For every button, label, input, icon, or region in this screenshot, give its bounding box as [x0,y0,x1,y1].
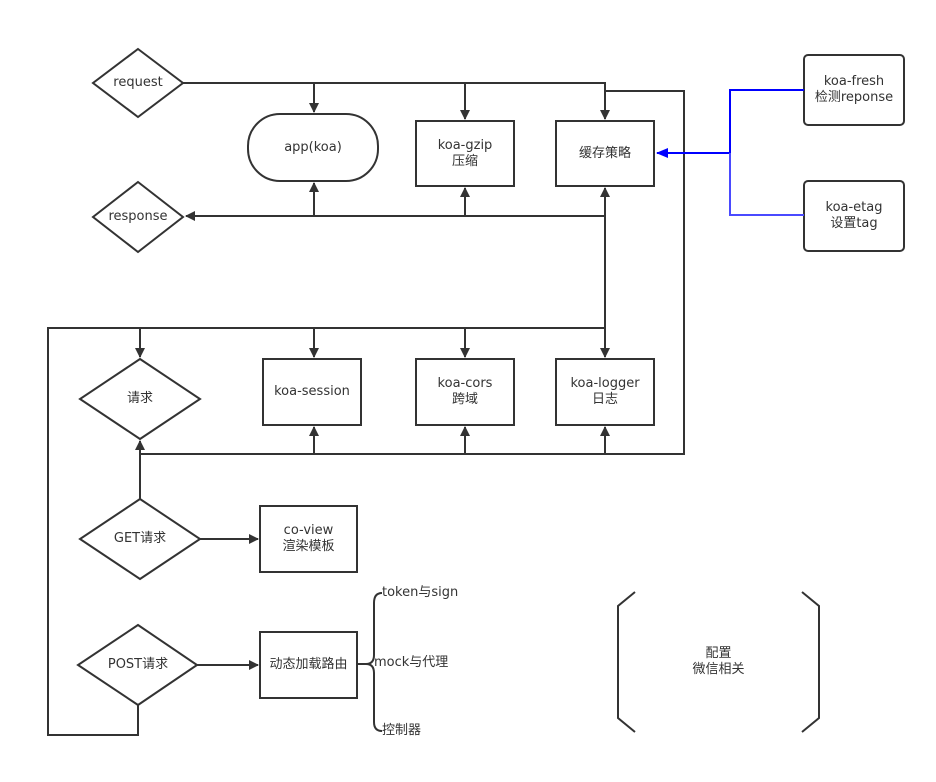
session-box[interactable] [262,358,362,426]
logger-box[interactable] [555,358,655,426]
gzip-box[interactable] [415,120,515,187]
edge-etag-cache [729,153,804,216]
coview-box[interactable] [259,505,358,573]
edge-cache-loop [605,90,685,455]
cache-box[interactable] [555,120,655,187]
edge-request-cache [465,82,610,120]
cors-box[interactable] [415,358,515,426]
etag-box[interactable] [803,180,905,252]
config-left-bracket [617,591,636,733]
config-right-bracket [801,591,820,733]
response-diamond[interactable] [91,180,185,254]
edge-fresh-cache [656,89,804,158]
brace [365,592,383,732]
app-terminator[interactable] [247,113,379,182]
get-req-diamond[interactable] [78,497,202,581]
request-diamond[interactable] [91,47,185,119]
req-decision-diamond[interactable] [78,357,202,441]
post-req-diamond[interactable] [76,623,199,707]
dynamic-route-box[interactable] [259,631,358,699]
fresh-box[interactable] [803,54,905,126]
edge-request-app [183,82,319,113]
edge-mid-top [47,327,605,736]
